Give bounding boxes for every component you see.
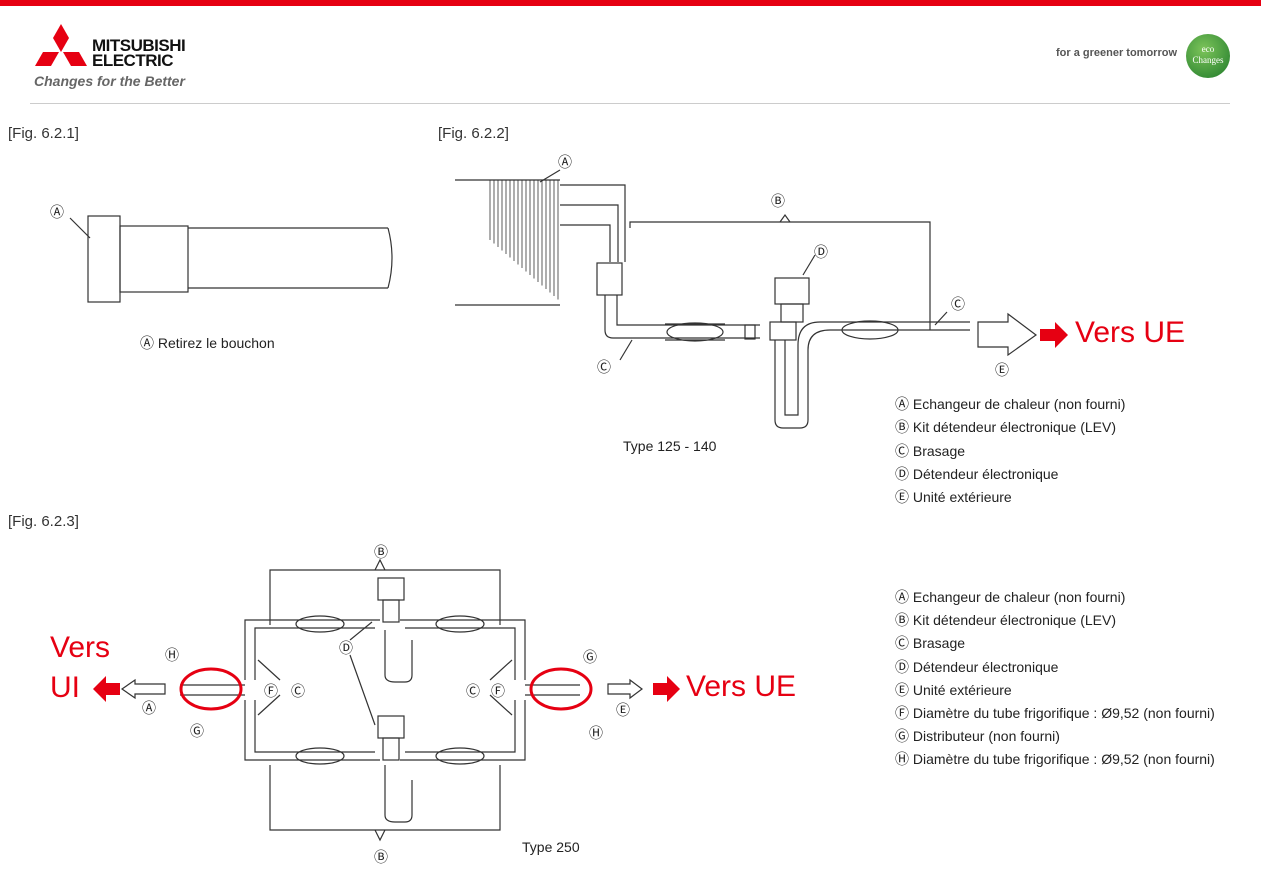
brand-line2: ELECTRIC: [92, 51, 174, 70]
header-divider: [30, 103, 1230, 104]
legend-item: Ⓒ Brasage: [895, 442, 966, 459]
legend-item: Ⓐ Echangeur de chaleur (non fourni): [895, 589, 1126, 605]
to-outdoor-unit-label: Vers UE: [686, 670, 797, 703]
fig2-legend: Ⓐ Echangeur de chaleur (non fourni) Ⓑ Ki…: [895, 393, 1125, 509]
pipe-cap-drawing: [69, 215, 393, 303]
slogan: for a greener tomorrow: [1056, 47, 1178, 59]
fig3-legend: Ⓐ Echangeur de chaleur (non fourni) Ⓑ Ki…: [895, 586, 1215, 772]
marker-g: Ⓖ: [583, 649, 597, 665]
brand-line1: MITSUBISHI: [92, 36, 186, 55]
marker-c: Ⓒ: [597, 359, 611, 375]
to-indoor-unit-label: UI: [50, 671, 80, 704]
fig3-label: [Fig. 6.2.3]: [8, 513, 79, 530]
marker-a: Ⓐ: [142, 700, 156, 716]
fig1-label: [Fig. 6.2.1]: [8, 125, 79, 142]
eco-changes-logo: eco Changes: [1186, 34, 1230, 78]
marker-a: Ⓐ: [50, 204, 64, 220]
legend-item: Ⓓ Détendeur électronique: [895, 465, 1059, 482]
marker-c: Ⓒ: [951, 296, 965, 312]
marker-b: Ⓑ: [374, 849, 388, 865]
legend-item: Ⓑ Kit détendeur électronique (LEV): [895, 612, 1117, 629]
marker-d: Ⓓ: [814, 244, 828, 260]
marker-g: Ⓖ: [190, 723, 204, 739]
legend-item: Ⓔ Unité extérieure: [895, 489, 1012, 506]
legend-item: Ⓗ Diamètre du tube frigorifique : Ø9,52 …: [895, 751, 1215, 768]
to-outdoor-unit-label: Vers UE: [1075, 316, 1186, 349]
brand-tagline: Changes for the Better: [34, 73, 185, 89]
fig2-label: [Fig. 6.2.2]: [438, 125, 509, 142]
marker-e: Ⓔ: [616, 702, 630, 718]
marker-h: Ⓗ: [165, 647, 179, 663]
marker-c: Ⓒ: [466, 683, 480, 699]
legend-item: Ⓑ Kit détendeur électronique (LEV): [895, 419, 1117, 436]
marker-d: Ⓓ: [339, 640, 353, 656]
mitsubishi-logo: [34, 24, 88, 79]
marker-f: Ⓕ: [491, 683, 505, 699]
lev-kit-drawing-250: [120, 558, 643, 842]
marker-h: Ⓗ: [589, 725, 603, 741]
marker-b: Ⓑ: [374, 544, 388, 560]
marker-c: Ⓒ: [291, 683, 305, 699]
legend-item: Ⓓ Détendeur électronique: [895, 658, 1059, 675]
fig3-type: Type 250: [522, 839, 580, 855]
to-indoor-unit-label: Vers: [50, 631, 111, 664]
marker-e: Ⓔ: [995, 362, 1009, 378]
legend-item: Ⓐ Echangeur de chaleur (non fourni): [895, 396, 1126, 412]
three-diamonds-icon: [35, 24, 87, 66]
legend-item: Ⓖ Distributeur (non fourni): [895, 728, 1060, 745]
legend-item: Ⓕ Diamètre du tube frigorifique : Ø9,52 …: [895, 705, 1215, 722]
marker-a: Ⓐ: [558, 154, 572, 170]
legend-item: Ⓒ Brasage: [895, 635, 966, 652]
legend-item: Ⓔ Unité extérieure: [895, 681, 1012, 698]
red-arrow-icons: [93, 322, 1068, 702]
fig2-type: Type 125 - 140: [623, 438, 717, 454]
fig1-caption: Ⓐ Retirez le bouchon: [140, 335, 275, 351]
marker-b: Ⓑ: [771, 193, 785, 209]
marker-f: Ⓕ: [264, 683, 278, 699]
lev-kit-drawing-125-140: [455, 169, 1038, 429]
top-accent-bar: [0, 0, 1261, 6]
